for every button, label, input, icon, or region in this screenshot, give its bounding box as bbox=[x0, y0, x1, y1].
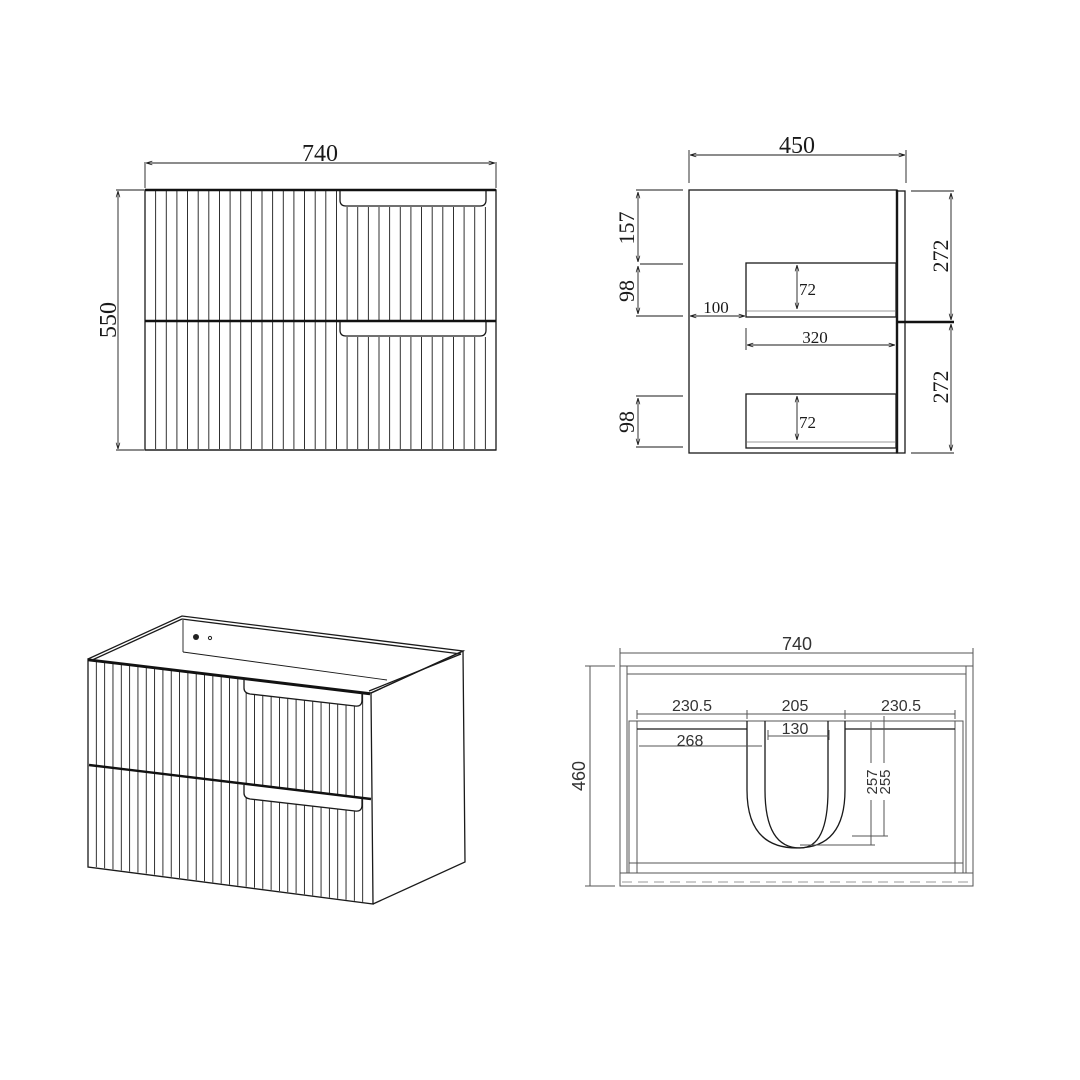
top-depth-label: 460 bbox=[569, 761, 589, 791]
side-dim-98-top: 98 bbox=[614, 280, 639, 302]
side-dim-100: 100 bbox=[703, 298, 729, 317]
iso-flutes bbox=[95, 662, 364, 902]
top-dim-230-right: 230.5 bbox=[881, 698, 921, 715]
iso-view bbox=[87, 615, 466, 905]
top-dim-130: 130 bbox=[782, 721, 809, 738]
top-dim-268: 268 bbox=[677, 733, 704, 750]
top-dim-255: 255 bbox=[877, 769, 894, 794]
top-width-label: 740 bbox=[782, 634, 812, 654]
side-depth-label: 450 bbox=[779, 133, 815, 159]
top-dim-205: 205 bbox=[782, 698, 809, 715]
front-width-label: 740 bbox=[302, 141, 338, 167]
front-flutes bbox=[155, 191, 486, 449]
side-dim-98-bottom: 98 bbox=[614, 411, 639, 433]
top-dim-257: 257 bbox=[864, 769, 881, 794]
top-dim-230-left: 230.5 bbox=[672, 698, 712, 715]
side-dim-72-bottom: 72 bbox=[799, 413, 816, 432]
side-dim-272-top: 272 bbox=[928, 240, 953, 273]
side-dim-272-bottom: 272 bbox=[928, 371, 953, 404]
side-view: 450 157 98 98 100 320 72 72 bbox=[614, 133, 954, 454]
front-view: 740 550 bbox=[96, 141, 497, 451]
side-dim-320: 320 bbox=[802, 328, 828, 347]
top-view: 740 460 230.5 205 230.5 bbox=[569, 634, 974, 887]
side-dim-157: 157 bbox=[614, 212, 639, 245]
side-dim-72-top: 72 bbox=[799, 280, 816, 299]
front-height-label: 550 bbox=[96, 302, 122, 338]
